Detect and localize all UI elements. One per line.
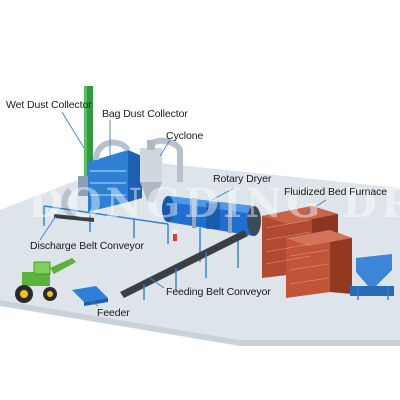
tractor-icon — [15, 258, 76, 303]
coal-hopper-icon — [350, 254, 394, 300]
ground-platform-front — [0, 300, 400, 346]
label-rotary-dryer: Rotary Dryer — [213, 173, 272, 185]
leader-lines — [39, 111, 327, 307]
rotary-dryer-icon — [162, 196, 261, 236]
feeding-belt-conveyor-icon — [120, 230, 248, 300]
label-feeder: Feeder — [97, 307, 130, 319]
discharge-belt-conveyor-icon — [54, 214, 94, 222]
label-fluidized-bed-furnace: Fluidized Bed Furnace — [284, 186, 387, 198]
cyclone-icon — [140, 140, 162, 202]
fluidized-bed-furnace-icon — [262, 206, 352, 298]
label-bag-dust-collector: Bag Dust Collector — [102, 108, 188, 120]
watermark: DONGDING DRYER — [28, 180, 400, 227]
worker-icon — [172, 229, 178, 241]
label-discharge-belt-conveyor: Discharge Belt Conveyor — [30, 240, 144, 252]
label-cyclone: Cyclone — [166, 130, 204, 142]
label-wet-dust-collector: Wet Dust Collector — [6, 99, 92, 111]
feeder-icon — [72, 286, 108, 306]
support-frame — [43, 205, 239, 268]
label-feeding-belt-conveyor: Feeding Belt Conveyor — [166, 286, 271, 298]
bag-dust-collector-icon — [88, 150, 142, 212]
